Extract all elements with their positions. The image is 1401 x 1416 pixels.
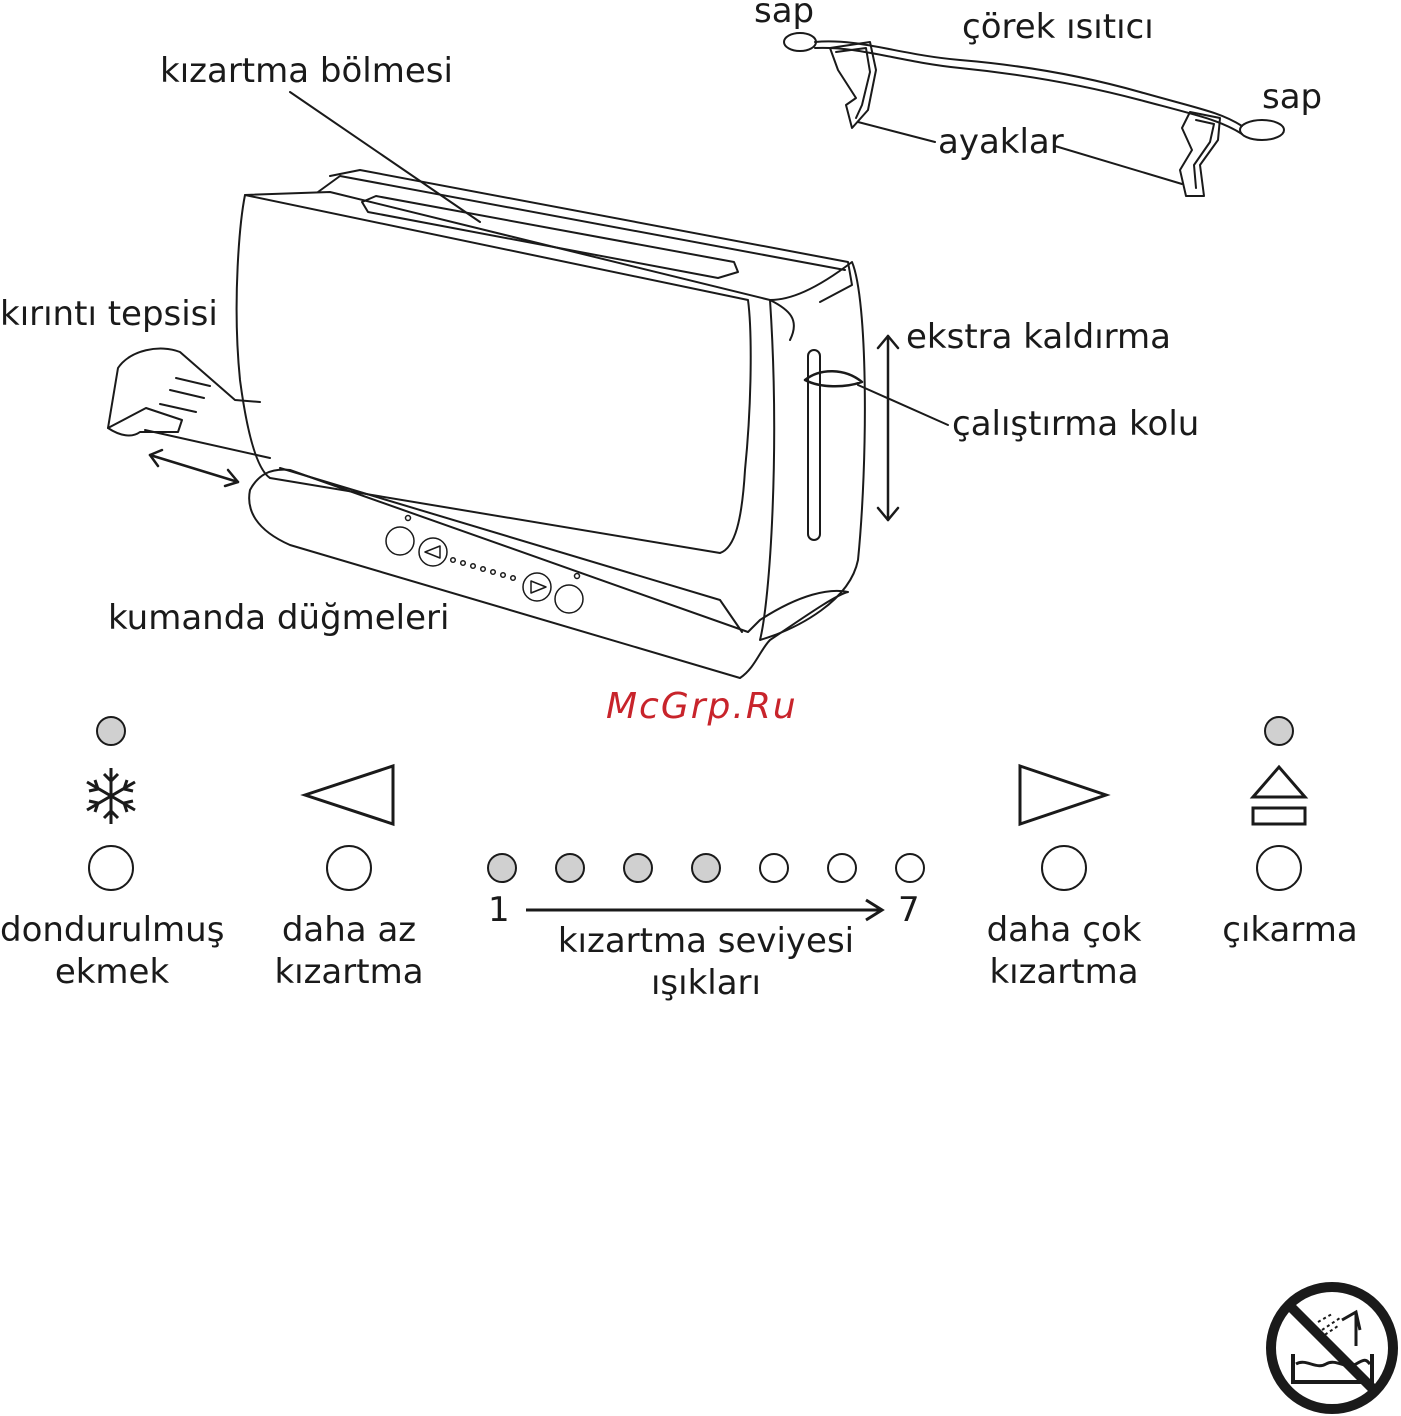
no-immersion-icon — [1271, 1287, 1393, 1409]
level-light-2 — [556, 854, 584, 882]
right-handle-grip — [1240, 120, 1284, 140]
operating-lever — [805, 371, 862, 386]
label-eject: çıkarma — [1210, 909, 1370, 951]
label-levels: kızartma seviyesi ışıkları — [546, 920, 866, 1004]
level-light-6 — [828, 854, 856, 882]
label-level-end: 7 — [898, 889, 920, 931]
label-less: daha az kızartma — [260, 909, 438, 993]
level-lights — [488, 854, 924, 882]
panel-dots — [451, 558, 516, 581]
frozen-indicator-light — [97, 717, 125, 745]
label-more-line1: daha çok — [974, 909, 1154, 951]
snowflake-icon — [87, 768, 135, 824]
toasting-slot — [362, 196, 738, 278]
label-feet: ayaklar — [938, 121, 1064, 163]
lever-slot — [808, 350, 820, 540]
level-light-1 — [488, 854, 516, 882]
label-control-buttons: kumanda düğmeleri — [108, 597, 449, 639]
label-extra-lift: ekstra kaldırma — [906, 316, 1171, 358]
label-more: daha çok kızartma — [974, 909, 1154, 993]
left-triangle-icon — [305, 766, 393, 824]
label-toasting-slot: kızartma bölmesi — [160, 50, 453, 92]
label-less-line1: daha az — [260, 909, 438, 951]
level-light-4 — [692, 854, 720, 882]
eject-indicator-light — [1265, 717, 1293, 745]
level-light-3 — [624, 854, 652, 882]
more-button — [1042, 846, 1086, 890]
frozen-button — [89, 846, 133, 890]
level-light-7 — [896, 854, 924, 882]
label-levels-line2: ışıkları — [546, 962, 866, 1004]
label-more-line2: kızartma — [974, 951, 1154, 993]
label-bun-warmer: çörek ısıtıcı — [962, 6, 1154, 48]
left-handle-grip — [784, 33, 816, 51]
level-arrow — [526, 900, 882, 920]
crumb-tray-arrow — [150, 450, 238, 486]
eject-button — [1257, 846, 1301, 890]
label-less-line2: kızartma — [260, 951, 438, 993]
extra-lift-arrow — [878, 336, 898, 520]
level-light-5 — [760, 854, 788, 882]
eject-icon — [1253, 767, 1305, 824]
right-triangle-icon — [1020, 766, 1106, 824]
bun-warmer-illustration — [784, 33, 1284, 196]
label-level-start: 1 — [488, 889, 510, 931]
label-operating-lever: çalıştırma kolu — [952, 403, 1199, 445]
label-handle-left: sap — [754, 0, 814, 32]
label-frozen: dondurulmuş ekmek — [0, 909, 224, 993]
toaster-illustration — [108, 92, 948, 678]
label-frozen-line1: dondurulmuş — [0, 909, 224, 951]
watermark: McGrp.Ru — [606, 686, 798, 727]
label-crumb-tray: kırıntı tepsisi — [0, 293, 218, 335]
label-frozen-line2: ekmek — [0, 951, 224, 993]
label-handle-right: sap — [1262, 76, 1322, 118]
label-levels-line1: kızartma seviyesi — [546, 920, 866, 962]
less-button — [327, 846, 371, 890]
left-foot — [830, 42, 876, 128]
